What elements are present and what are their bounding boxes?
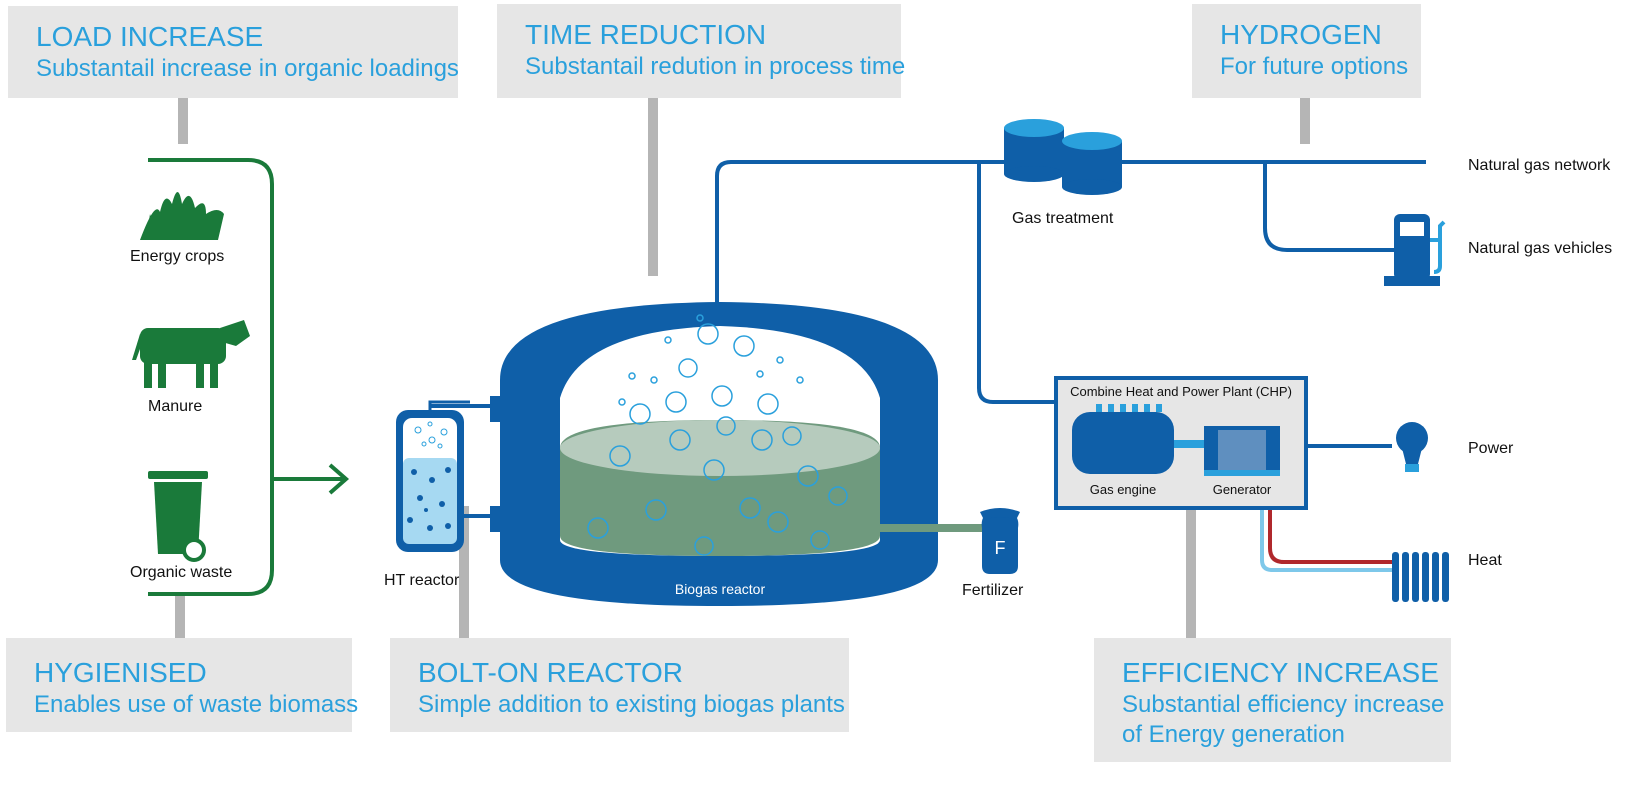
heat-pipes: [1260, 508, 1392, 572]
callout-title: TIME REDUCTION: [525, 19, 767, 50]
ht-reactor: [396, 400, 470, 552]
bulb-icon: [1396, 422, 1428, 472]
callout-subtitle: Simple addition to existing biogas plant…: [418, 691, 845, 718]
chp-plant: [1054, 376, 1308, 510]
manure-label: Manure: [148, 398, 203, 415]
natural-gas-network-label: Natural gas network: [1468, 157, 1611, 174]
callout-subtitle: For future options: [1220, 53, 1409, 80]
callout-title: HYGIENISED: [34, 657, 207, 688]
callout-title: HYDROGEN: [1220, 19, 1382, 50]
callout-subtitle: Substantail increase in organic loadings: [36, 55, 459, 82]
fuel-pump-icon: [1384, 214, 1446, 286]
callout-subtitle-line2: of Energy generation: [1122, 721, 1345, 748]
organic-waste-label: Organic waste: [130, 564, 233, 581]
callout-subtitle: Substantail redution in process time: [525, 53, 906, 80]
radiator-icon: [1392, 552, 1449, 602]
callout-title: EFFICIENCY INCREASE: [1122, 657, 1439, 688]
generator-label: Generator: [1213, 482, 1272, 497]
callout-title: BOLT-ON REACTOR: [418, 657, 684, 688]
grass-icon: [140, 192, 224, 240]
effluent-pipe: [880, 524, 988, 532]
energy-crops-label: Energy crops: [130, 248, 225, 265]
natural-gas-vehicles-label: Natural gas vehicles: [1468, 240, 1613, 257]
callout-subtitle: Enables use of waste biomass: [34, 691, 359, 718]
heat-label: Heat: [1468, 552, 1502, 569]
callout-hydrogen: HYDROGEN For future options: [1192, 4, 1421, 98]
callout-connectors: [175, 98, 1310, 638]
callout-load-increase: LOAD INCREASE Substantail increase in or…: [8, 6, 459, 98]
callout-efficiency-increase: EFFICIENCY INCREASE Substantial efficien…: [1094, 638, 1451, 762]
callout-subtitle-line1: Substantial efficiency increase: [1122, 691, 1445, 718]
biogas-reactor-label: Biogas reactor: [675, 581, 766, 597]
fertilizer-label: Fertilizer: [962, 582, 1024, 599]
power-label: Power: [1468, 440, 1514, 457]
gas-pipes: [430, 160, 1426, 518]
bin-icon: [148, 471, 208, 562]
callout-hygienised: HYGIENISED Enables use of waste biomass: [6, 638, 359, 732]
callout-bolt-on-reactor: BOLT-ON REACTOR Simple addition to exist…: [390, 638, 849, 732]
fertilizer-letter: F: [995, 538, 1006, 558]
feedstock-bracket: [148, 158, 350, 596]
gas-treatment-label: Gas treatment: [1012, 210, 1114, 227]
chp-title: Combine Heat and Power Plant (CHP): [1070, 384, 1292, 399]
gas-engine-label: Gas engine: [1090, 482, 1157, 497]
callout-title: LOAD INCREASE: [36, 21, 264, 52]
reactor-bubbles: [587, 314, 848, 556]
biogas-reactor: [490, 302, 938, 606]
gas-tank-icon: [1004, 119, 1122, 195]
cow-icon: [132, 320, 250, 388]
ht-reactor-label: HT reactor: [384, 572, 460, 589]
fertilizer-bag: [980, 508, 1020, 574]
callout-time-reduction: TIME REDUCTION Substantail redution in p…: [497, 4, 906, 98]
